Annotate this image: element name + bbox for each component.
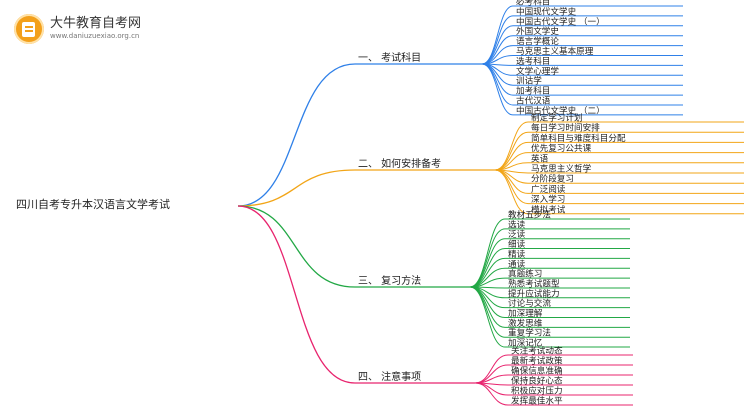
- leaf-label: 熟悉考试题型: [508, 277, 560, 289]
- leaf-label: 训诂学: [516, 75, 542, 87]
- root-topic: 四川自考专升本汉语言文学考试: [16, 197, 170, 211]
- leaf-label: 重复学习法: [508, 327, 551, 339]
- leaf-connector: [481, 63, 514, 116]
- leaf-label: 古代汉语: [516, 95, 551, 107]
- branch-3-group: 三、 复习方法 教材五步法选读泛读细读精读通读真题练习熟悉考试题型提升应试能力讨…: [237, 205, 630, 349]
- leaf-label: 加深记忆: [508, 337, 543, 349]
- leaf-label: 加深理解: [508, 307, 543, 319]
- branch-2-group: 二、 如何安排备考 制定学习计划每日学习时间安排简单科目与难度科目分配优先复习公…: [237, 112, 744, 215]
- leaf-label: 语言学概论: [516, 35, 559, 47]
- leaf-connector: [469, 218, 506, 288]
- book-icon: [14, 14, 44, 44]
- leaf-label: 中国古代文学史 （二）: [516, 104, 605, 116]
- leaf-label: 激发思维: [508, 317, 543, 329]
- leaf-connector: [481, 45, 514, 65]
- leaf-label: 外国文学史: [516, 25, 559, 37]
- leaf-connector: [481, 15, 514, 65]
- leaf-label: 通读: [508, 258, 526, 270]
- leaf-label: 简单科目与难度科目分配: [531, 132, 626, 144]
- leaf-label: 中国古代文学史 （一）: [516, 15, 605, 27]
- leaf-connector: [494, 169, 529, 215]
- branch-1-label: 一、 考试科目: [358, 51, 421, 64]
- leaf-label: 优先复习公共课: [531, 142, 592, 154]
- leaf-label: 选考科目: [516, 55, 550, 67]
- leaf-label: 积极应对压力: [511, 385, 563, 397]
- leaf-label: 确保信息准确: [511, 365, 563, 377]
- branch-2-connector: [237, 169, 356, 207]
- logo-url: www.daniuzuexiao.org.cn: [50, 32, 140, 40]
- leaf-label: 英语: [531, 152, 549, 164]
- branch-4-connector: [237, 205, 356, 384]
- leaf-connector: [481, 25, 514, 65]
- branch-1-connector: [237, 63, 356, 207]
- leaf-label: 广泛阅读: [531, 183, 566, 195]
- leaf-label: 马克思主义基本原理: [516, 45, 594, 57]
- leaf-label: 细读: [508, 238, 526, 250]
- leaf-label: 保持良好心态: [511, 375, 563, 387]
- leaf-label: 每日学习时间安排: [531, 122, 600, 134]
- leaf-connector: [494, 169, 529, 205]
- branch-3-label: 三、 复习方法: [358, 274, 421, 287]
- leaf-label: 分阶段复习: [531, 173, 574, 185]
- leaf-connector: [494, 131, 529, 171]
- leaf-label: 加考科目: [516, 85, 550, 97]
- leaf-label: 精读: [508, 248, 526, 260]
- leaf-label: 最新考试政策: [511, 355, 563, 367]
- leaf-label: 文学心理学: [516, 65, 559, 77]
- leaf-connector: [474, 382, 509, 406]
- leaf-label: 制定学习计划: [531, 112, 583, 124]
- leaf-label: 泛读: [508, 228, 526, 240]
- leaf-label: 讨论与交流: [508, 297, 551, 309]
- leaf-label: 深入学习: [531, 193, 565, 205]
- leaf-label: 中国现代文学史: [516, 5, 577, 17]
- leaf-label: 发挥最佳水平: [511, 395, 563, 407]
- leaf-label: 模拟考试: [531, 203, 566, 215]
- site-logo: 大牛教育自考网 www.daniuzuexiao.org.cn: [14, 12, 184, 48]
- branch-3-connector: [237, 205, 356, 288]
- branch-4-label: 四、 注意事项: [358, 370, 421, 383]
- logo-title: 大牛教育自考网: [50, 16, 142, 31]
- branch-4-group: 四、 注意事项 关注考试动态最新考试政策确保信息准确保持良好心态积极应对压力发挥…: [237, 205, 633, 407]
- leaf-connector: [469, 286, 506, 338]
- leaf-connector: [494, 152, 529, 171]
- leaf-label: 教材五步法: [508, 209, 551, 221]
- leaf-label: 真题练习: [508, 268, 542, 280]
- leaf-label: 必考科目: [516, 0, 550, 8]
- leaf-connector: [474, 364, 509, 384]
- leaf-label: 提升应试能力: [508, 287, 560, 299]
- leaf-connector: [469, 238, 506, 288]
- leaf-connector: [469, 286, 506, 348]
- branch-2-label: 二、 如何安排备考: [358, 157, 441, 170]
- leaf-label: 选读: [508, 218, 526, 230]
- leaf-label: 关注考试动态: [511, 345, 563, 357]
- leaf-label: 马克思主义哲学: [531, 163, 592, 175]
- leaf-connector: [494, 169, 529, 194]
